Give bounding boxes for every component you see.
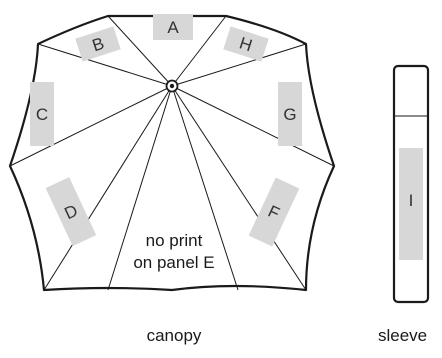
print-area-b: B — [75, 26, 121, 62]
print-area-d: D — [45, 177, 97, 247]
sleeve-caption: sleeve — [378, 326, 427, 345]
rib-upper-left — [37, 43, 173, 87]
print-area-c: C — [30, 82, 54, 146]
canopy-ribs — [9, 15, 335, 291]
canopy: A B H C G D F no — [8, 14, 336, 345]
panel-e-note-line-1: no print — [146, 231, 203, 250]
panel-label-h: H — [237, 34, 255, 56]
print-area-h: H — [223, 26, 269, 62]
panel-label-i: I — [409, 191, 414, 210]
rib-lower-right — [171, 85, 307, 291]
canopy-hub — [165, 79, 179, 93]
panel-label-g: G — [283, 105, 296, 124]
rib-bottom-left — [107, 85, 173, 291]
canopy-caption: canopy — [147, 326, 202, 345]
sleeve: I sleeve — [378, 64, 430, 345]
panel-label-a: A — [167, 18, 179, 37]
rib-top-left — [107, 15, 173, 87]
panel-e-note-line-2: on panel E — [133, 253, 214, 272]
print-area-i: I — [399, 148, 423, 260]
rib-left — [9, 85, 173, 167]
rib-lower-left — [43, 85, 173, 291]
panel-label-c: C — [36, 105, 48, 124]
print-area-a: A — [153, 14, 193, 40]
print-area-f: F — [248, 177, 300, 247]
panel-label-b: B — [90, 34, 107, 56]
rib-bottom-right — [171, 85, 239, 291]
rib-upper-right — [171, 43, 307, 87]
rib-top-right — [171, 15, 227, 87]
print-area-g: G — [278, 82, 302, 146]
rib-right — [171, 85, 335, 167]
